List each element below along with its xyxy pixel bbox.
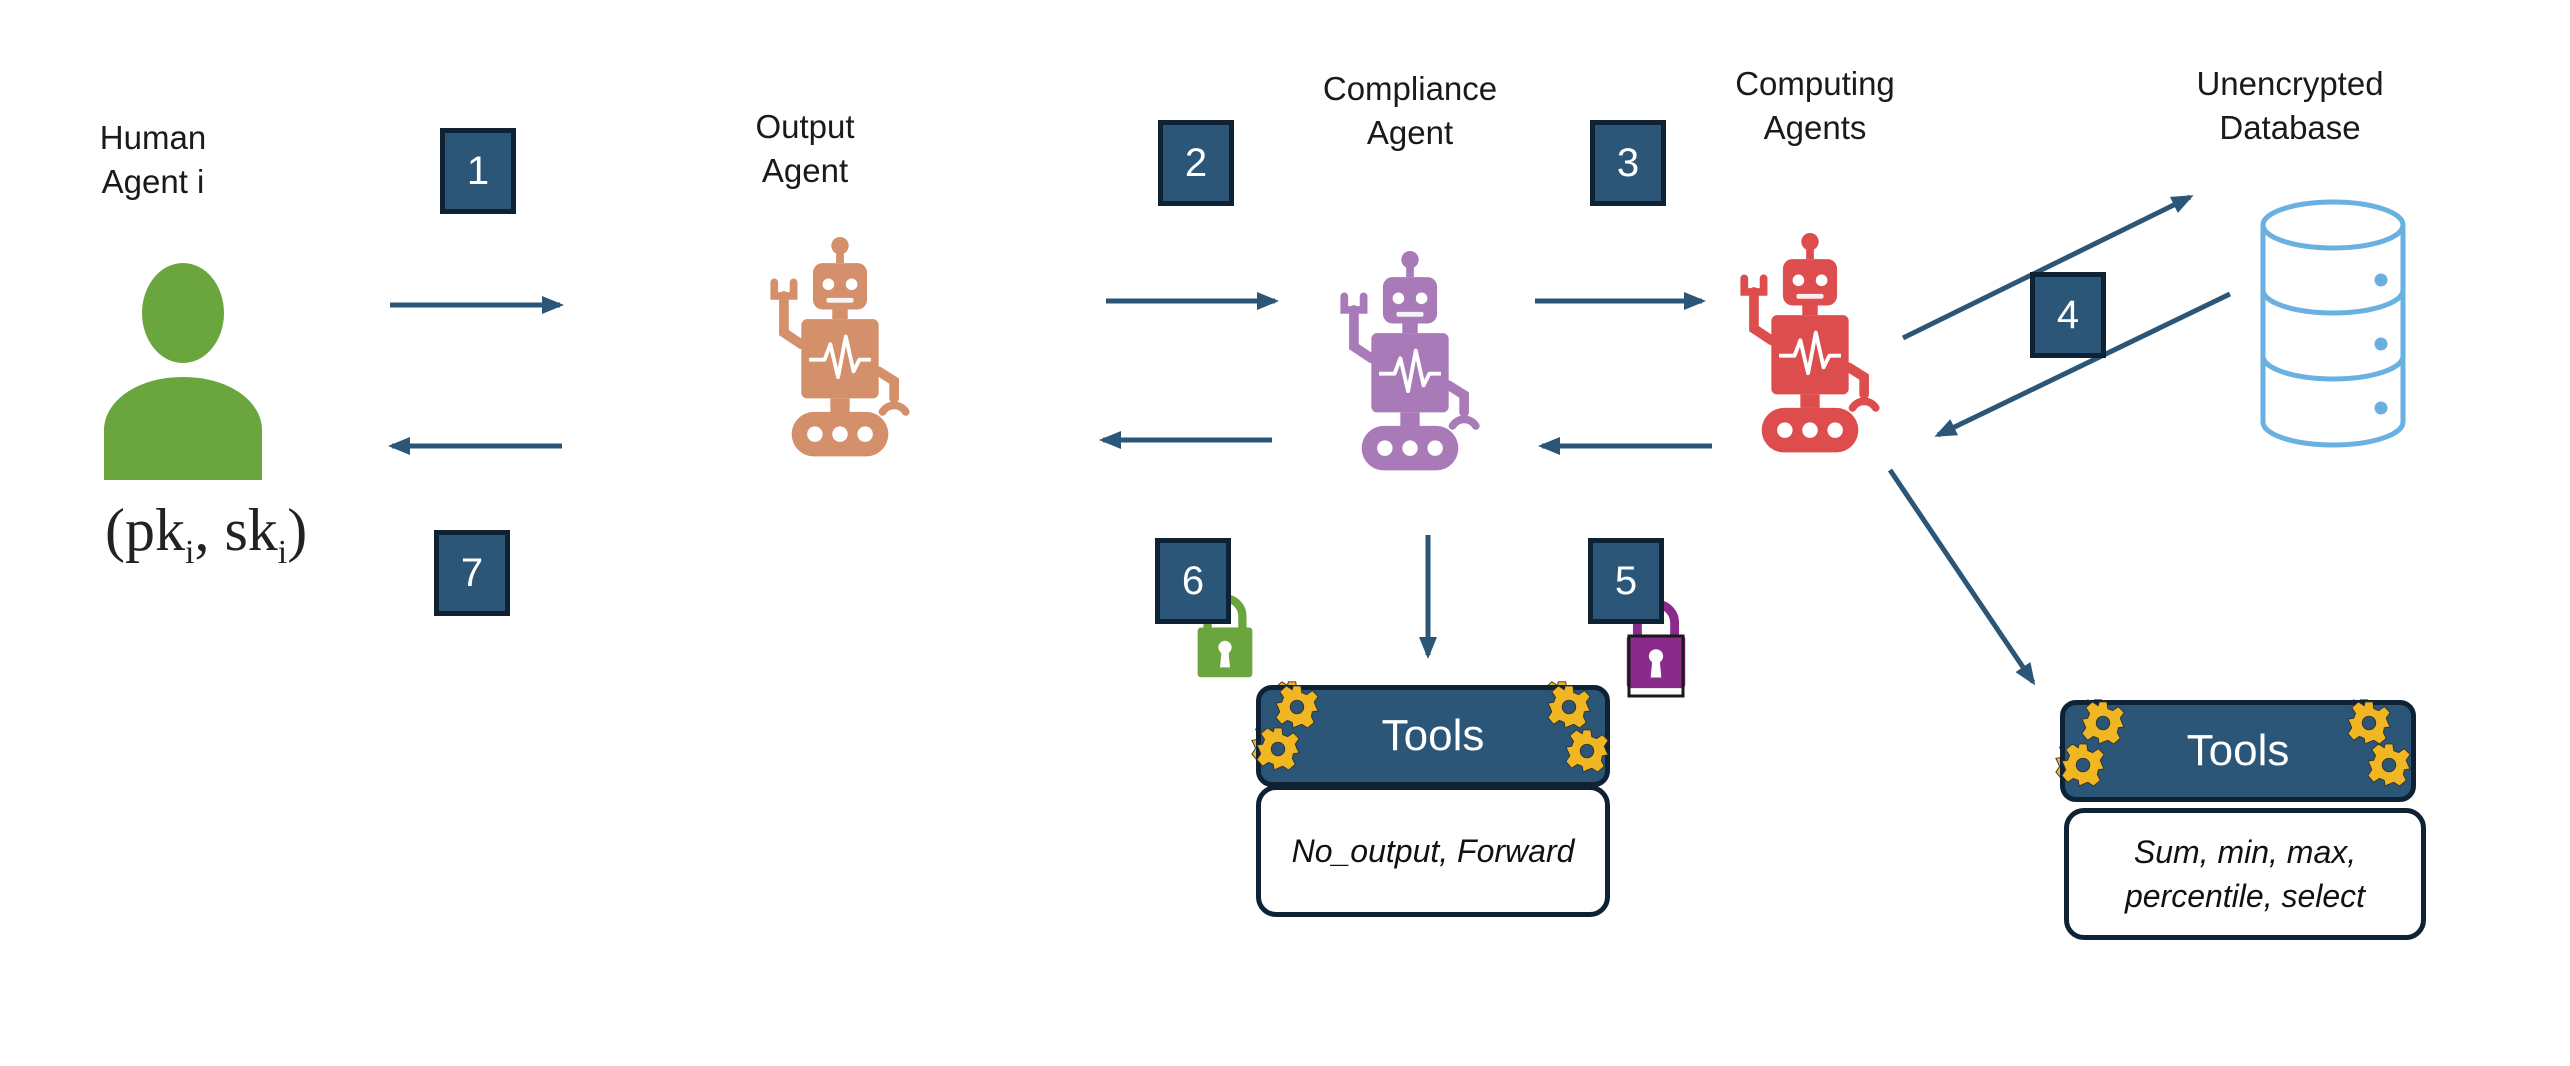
output-agent-label-line2: Agent bbox=[761, 152, 849, 189]
computing-tools-items-line1: Sum, min, max, bbox=[2133, 834, 2357, 870]
key-pair-sk-subscript: i bbox=[277, 534, 288, 571]
key-pair-separator: , bbox=[194, 497, 225, 563]
compliance-robot-icon bbox=[1344, 251, 1475, 470]
compliance-agent-label-line2: Agent bbox=[1366, 114, 1454, 151]
human-agent-label-line2: Agent i bbox=[101, 163, 205, 200]
key-pair-label: (pki, ski) bbox=[105, 496, 307, 572]
database-label: Unencrypted Database bbox=[2180, 62, 2400, 150]
human-agent-label-line1: Human bbox=[99, 119, 207, 156]
step-badge-2: 2 bbox=[1158, 120, 1234, 206]
computing-tools-header: Tools bbox=[2060, 700, 2416, 802]
step-badge-4: 4 bbox=[2030, 272, 2106, 358]
key-pair-open: ( bbox=[105, 497, 125, 563]
key-pair-pk-subscript: i bbox=[184, 534, 195, 571]
compliance-agent-label: Compliance Agent bbox=[1300, 67, 1520, 155]
computing-tools-list: Sum, min, max, percentile, select bbox=[2064, 808, 2426, 940]
arrow-from-database bbox=[1934, 291, 2232, 438]
output-agent-label-line1: Output bbox=[755, 108, 855, 145]
step-badge-3: 3 bbox=[1590, 120, 1666, 206]
computing-agents-label-line1: Computing bbox=[1735, 65, 1895, 102]
compliance-tools-items: No_output, Forward bbox=[1291, 833, 1575, 869]
compliance-agent-label-line1: Compliance bbox=[1322, 70, 1498, 107]
arrow-to-database bbox=[1901, 194, 2194, 341]
human-agent-label: Human Agent i bbox=[78, 116, 228, 204]
lock-icon bbox=[1627, 604, 1685, 698]
computing-agents-label-line2: Agents bbox=[1763, 109, 1867, 146]
database-icon bbox=[2260, 199, 2406, 448]
step-badge-7: 7 bbox=[434, 530, 510, 616]
database-label-line1: Unencrypted bbox=[2196, 65, 2384, 102]
computing-tools-items-line2: percentile, select bbox=[2124, 878, 2366, 914]
compliance-tools-list: No_output, Forward bbox=[1256, 785, 1610, 917]
step-badge-1: 1 bbox=[440, 128, 516, 214]
key-pair-close: ) bbox=[287, 497, 308, 563]
computing-agents-label: Computing Agents bbox=[1715, 62, 1915, 150]
key-pair-pk: pk bbox=[124, 497, 185, 563]
output-agent-label: Output Agent bbox=[730, 105, 880, 193]
output-robot-icon bbox=[774, 237, 905, 456]
database-label-line2: Database bbox=[2219, 109, 2361, 146]
computing-robot-icon bbox=[1744, 233, 1875, 452]
person-icon bbox=[104, 263, 262, 480]
arrow-to-computing-tools bbox=[1887, 468, 2036, 686]
compliance-tools-header: Tools bbox=[1256, 685, 1610, 787]
key-pair-sk: sk bbox=[224, 497, 278, 563]
step-badge-5: 5 bbox=[1588, 538, 1664, 624]
step-badge-6: 6 bbox=[1155, 538, 1231, 624]
